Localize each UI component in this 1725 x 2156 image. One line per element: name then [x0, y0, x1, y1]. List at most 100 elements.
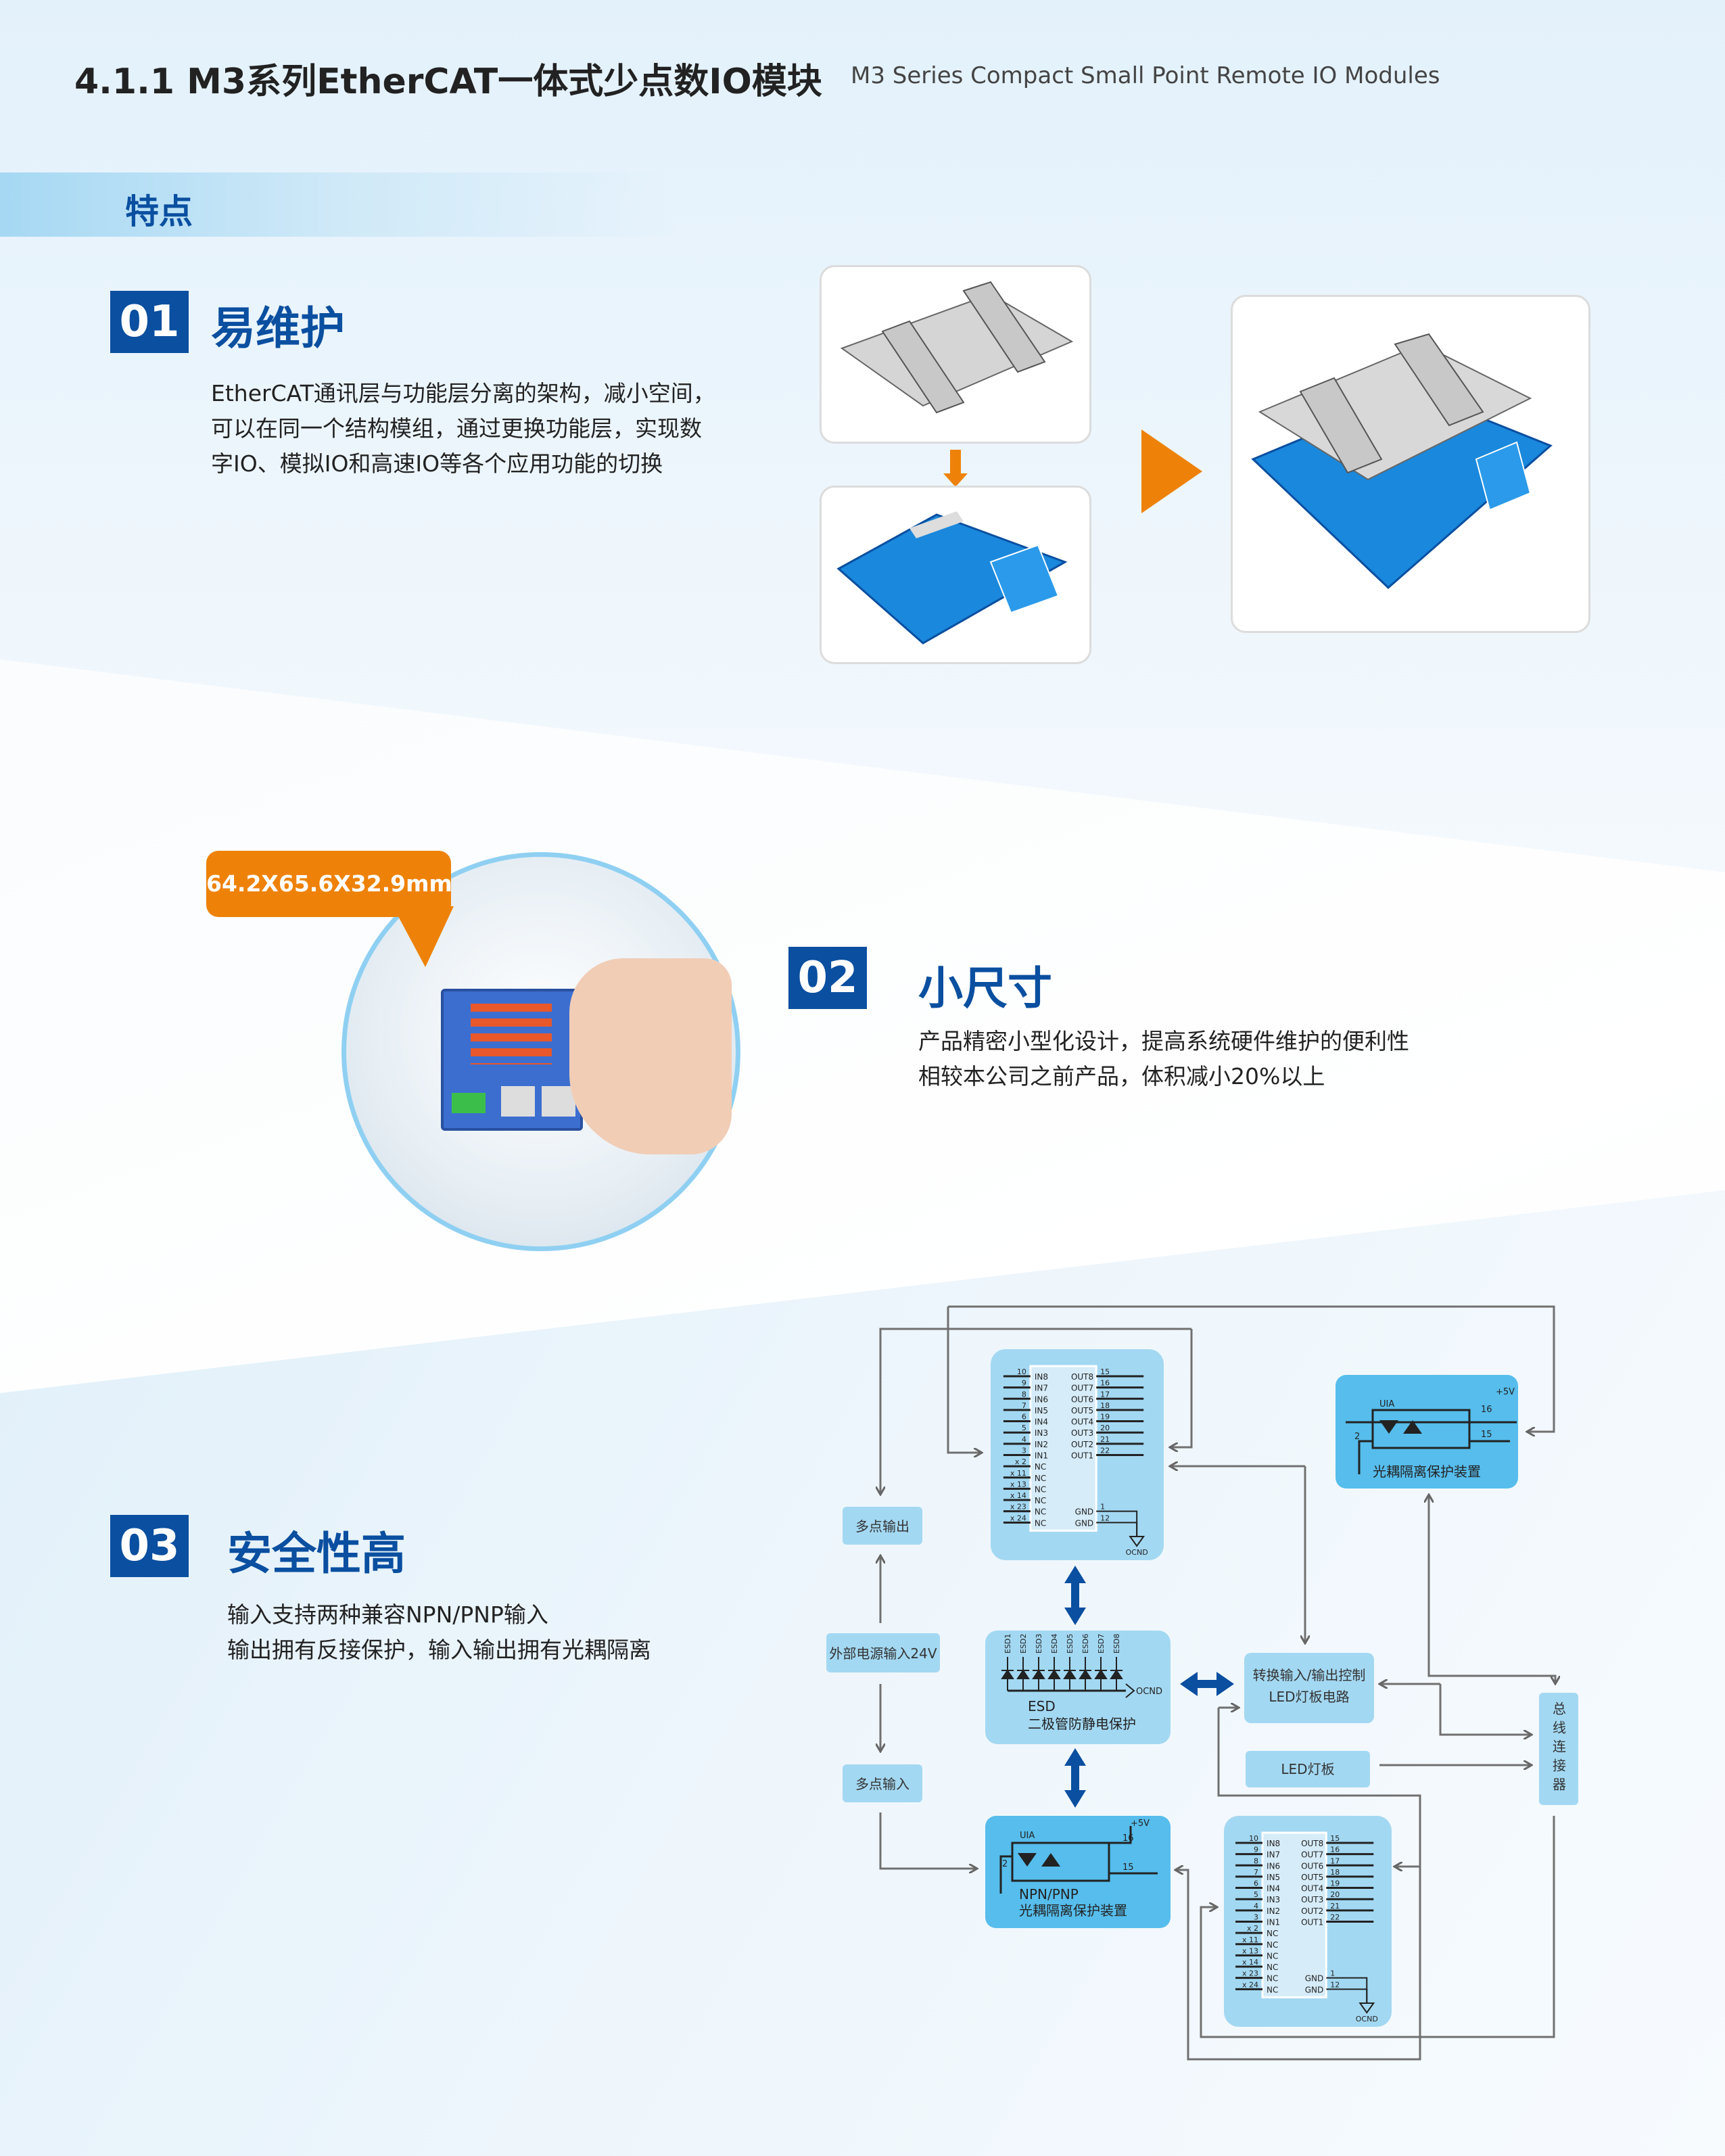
pin-label: IN3: [1035, 1428, 1048, 1438]
multi-output-box: 多点输出: [843, 1507, 922, 1545]
pin-number: 12: [1330, 1980, 1340, 1989]
description-line: 产品精密小型化设计，提高系统硬件维护的便利性: [918, 1028, 1409, 1054]
pin-label: OUT6: [1301, 1861, 1323, 1871]
pin-label: IN1: [1035, 1451, 1048, 1460]
pin-label: IN8: [1267, 1839, 1280, 1848]
svg-text:UIA: UIA: [1020, 1831, 1035, 1841]
svg-text:光耦隔离保护装置: 光耦隔离保护装置: [1019, 1902, 1127, 1919]
pin-label: OUT3: [1301, 1895, 1323, 1904]
pin-label: OUT8: [1071, 1372, 1093, 1382]
bus-connector-box: [1539, 1693, 1578, 1805]
feature-heading-size: 小尺寸: [918, 962, 1052, 1014]
description-line: 输入支持两种兼容NPN/PNP输入: [227, 1601, 548, 1628]
assembled-module-image: [1231, 295, 1590, 633]
multi-input-box: 多点输入: [843, 1764, 922, 1802]
dimension-label: 64.2X65.6X32.9mm: [206, 851, 452, 917]
function-layer-illustration: [840, 281, 1074, 414]
pin-label: GND: [1075, 1507, 1094, 1517]
svg-text:+5V: +5V: [1496, 1387, 1515, 1397]
esd-pin-label: ESD8: [1112, 1634, 1121, 1654]
pin-number: x 13: [1010, 1480, 1026, 1489]
pin-label: OUT8: [1301, 1839, 1323, 1848]
pin-number: 19: [1330, 1879, 1340, 1888]
ground-icon: [1358, 2002, 1375, 2014]
communication-layer-illustration: [836, 511, 1068, 645]
feature-heading-safety: 安全性高: [227, 1528, 406, 1580]
arrow-down-head-icon: [943, 473, 968, 487]
pin-number: x 2: [1015, 1457, 1026, 1466]
page-subtitle: M3 Series Compact Small Point Remote IO …: [851, 62, 1440, 89]
npn-pnp-optocoupler-box: UIA +5V 2 16 15 NPN/PNP 光耦隔离保护装置: [985, 1816, 1171, 1928]
pin-label: OUT5: [1071, 1406, 1093, 1415]
arrow-right-icon: [1141, 429, 1202, 513]
ground-label: OCND: [1356, 2015, 1378, 2023]
product-module-photo: [441, 989, 583, 1131]
svg-text:二极管防静电保护: 二极管防静电保护: [1028, 1716, 1136, 1732]
pin-number: 17: [1100, 1390, 1110, 1399]
pin-label: OUT7: [1301, 1850, 1323, 1860]
pin-label: IN2: [1267, 1906, 1280, 1916]
pin-label: NC: [1267, 1929, 1278, 1938]
svg-text:光耦隔离保护装置: 光耦隔离保护装置: [1373, 1463, 1481, 1480]
pin-number: 8: [1254, 1856, 1258, 1865]
svg-text:NPN/PNP: NPN/PNP: [1019, 1886, 1079, 1902]
esd-diode-icon: [1063, 1657, 1077, 1691]
pin-label: OUT2: [1301, 1906, 1323, 1916]
pin-label: GND: [1305, 1974, 1324, 1984]
arrow-down-icon: [950, 450, 961, 478]
pin-label: NC: [1267, 1985, 1278, 1994]
esd-diode-icon: [1047, 1657, 1061, 1691]
pin-label: IN6: [1035, 1395, 1048, 1404]
pin-number: 20: [1330, 1890, 1340, 1899]
pin-number: x 11: [1242, 1936, 1258, 1944]
pin-label: IN5: [1035, 1406, 1048, 1415]
pin-number: 20: [1100, 1424, 1110, 1432]
svg-text:LED灯板电路: LED灯板电路: [1269, 1689, 1349, 1705]
esd-diode-icon: [1110, 1657, 1123, 1691]
ground-icon: [1129, 1536, 1145, 1547]
description-line: 相较本公司之前产品，体积减小20%以上: [918, 1063, 1325, 1089]
pin-number: 16: [1100, 1379, 1110, 1388]
description-line: 输出拥有反接保护，输入输出拥有光耦隔离: [227, 1637, 651, 1663]
svg-text:2: 2: [1354, 1432, 1360, 1442]
pin-number: 7: [1254, 1868, 1258, 1877]
svg-text:16: 16: [1123, 1833, 1134, 1844]
esd-diode-icon: [1032, 1657, 1045, 1691]
pin-number: 1: [1330, 1969, 1335, 1978]
section-label: 特点: [125, 192, 193, 231]
function-layer-image: [820, 265, 1091, 444]
pin-label: NC: [1035, 1462, 1046, 1472]
led-board-box: LED灯板: [1246, 1751, 1370, 1787]
pin-number: 21: [1330, 1902, 1340, 1911]
esd-diode-icon: [1001, 1657, 1014, 1691]
pin-label: OUT4: [1301, 1884, 1323, 1894]
pin-label: OUT1: [1301, 1917, 1323, 1927]
pin-number: 9: [1022, 1379, 1026, 1388]
pin-label: NC: [1035, 1496, 1046, 1505]
esd-pin-label: ESD1: [1003, 1634, 1012, 1654]
description-line: 可以在同一个结构模组，通过更换功能层，实现数: [211, 415, 702, 442]
esd-pin-label: ESD7: [1097, 1634, 1106, 1654]
pin-number: 18: [1100, 1401, 1110, 1410]
feature-description-maintenance: EtherCAT通讯层与功能层分离的架构，减小空间， 可以在同一个结构模组，通过…: [211, 376, 715, 482]
pin-label: IN4: [1035, 1417, 1048, 1427]
pin-number: 8: [1022, 1390, 1026, 1399]
page-title: 4.1.1 M3系列EtherCAT一体式少点数IO模块: [74, 62, 822, 102]
pin-label: NC: [1267, 1940, 1278, 1950]
pin-number: 3: [1254, 1913, 1258, 1921]
svg-text:2: 2: [1002, 1859, 1008, 1869]
pin-number: x 14: [1242, 1958, 1258, 1967]
pin-number: 6: [1254, 1879, 1258, 1888]
svg-text:+5V: +5V: [1131, 1819, 1150, 1829]
pin-number: 18: [1330, 1868, 1340, 1877]
pin-label: IN3: [1267, 1895, 1280, 1904]
feature-number-02: 02: [788, 947, 867, 1009]
pin-label: IN4: [1267, 1884, 1280, 1894]
hand-photo: [569, 958, 732, 1154]
pin-number: 17: [1330, 1856, 1340, 1865]
pin-number: 15: [1100, 1367, 1110, 1376]
pin-number: 9: [1254, 1846, 1258, 1854]
pin-number: x 11: [1010, 1469, 1026, 1478]
